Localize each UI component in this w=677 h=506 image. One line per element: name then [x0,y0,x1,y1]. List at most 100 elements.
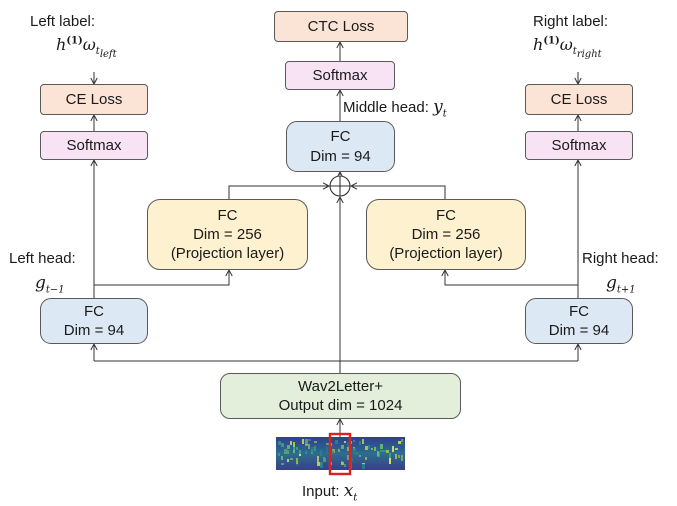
projection-left-line3: (Projection layer) [170,245,285,263]
spectrogram-texture [380,450,383,452]
ce-loss-right-box: CE Loss [525,84,633,115]
fc-right-line1: FC [569,302,589,320]
spectrogram-texture [347,455,350,460]
softmax-left-label: Softmax [66,136,122,154]
spectrogram-texture [371,448,373,450]
left-label-formula: h(1)ωtleft [56,35,117,61]
input-label: Input: xt [302,481,358,504]
spectrogram-texture [350,458,353,462]
projection-left-box: FC Dim = 256 (Projection layer) [147,199,308,270]
spectrogram-texture [314,446,316,451]
fc-left-line2: Dim = 94 [63,322,125,339]
spectrogram-texture [377,451,379,456]
projection-right-line2: Dim = 256 [411,225,481,243]
spectrogram-texture [317,462,320,466]
spectrogram-texture [380,444,383,449]
spectrogram-texture [326,443,329,445]
spectrogram-texture [353,448,356,454]
fc-middle-line2: Dim = 94 [310,147,371,165]
fc-right-box: FC Dim = 94 [525,298,633,344]
spectrogram-texture [287,450,289,454]
left-head-label: Left head: [9,250,76,267]
spectrogram-texture [344,464,346,467]
spectrogram-texture [320,462,323,468]
spectrogram-texture [299,454,301,456]
softmax-right-label: Softmax [551,136,607,154]
fc-middle-line1: FC [330,128,351,146]
middle-head-label: Middle head: yt [343,97,447,120]
right-label-formula: h(1)ωtright [533,35,602,61]
arrow-proj-left-to-sum [228,182,331,199]
ce-loss-left-box: CE Loss [40,84,148,115]
spectrogram-texture [398,441,401,444]
spectrogram-texture [314,441,317,443]
spectrogram-texture [401,455,403,461]
ctc-loss-box: CTC Loss [274,11,408,42]
spectrogram-texture [374,447,376,451]
softmax-middle-box: Softmax [285,61,395,90]
spectrogram-texture [323,457,325,460]
spectrogram-texture [293,442,295,447]
spectrogram-texture [347,447,350,451]
spectrogram-texture [347,442,350,448]
spectrogram-texture [299,450,301,456]
spectrogram-texture [302,439,304,444]
spectrogram-texture [344,441,346,443]
spectrogram-texture [320,450,322,456]
spectrogram-texture [395,454,397,459]
spectrogram-texture [305,439,308,445]
arrow-proj-right-to-sum [349,182,446,199]
spectrogram-texture [278,453,280,456]
fc-middle-box: FC Dim = 94 [286,121,395,172]
spectrogram-texture [353,440,355,442]
spectrogram-texture [284,449,287,454]
frame-highlight-box [328,432,352,476]
projection-right-line3: (Projection layer) [389,245,503,263]
spectrogram-texture [326,447,328,453]
spectrogram-texture [308,439,311,441]
fc-left-box: FC Dim = 94 [40,298,148,344]
left-label-title: Left label: [30,13,96,30]
right-head-label: Right head: [582,250,659,267]
spectrogram-texture [332,451,334,455]
projection-right-line1: FC [436,206,456,224]
spectrogram-texture [383,450,386,452]
spectrogram-texture [305,451,307,454]
projection-left-line1: FC [217,206,238,224]
spectrogram-texture [389,458,391,464]
spectrogram-texture [290,441,292,445]
spectrogram-texture [392,446,394,452]
spectrogram-image [276,432,405,476]
fc-right-line2: Dim = 94 [548,322,610,339]
wav2letter-line1: Wav2Letter+ [298,377,383,395]
projection-right-box: FC Dim = 256 (Projection layer) [366,199,526,270]
arrow-right-to-proj [441,268,578,286]
spectrogram-texture [281,463,284,465]
spectrogram-texture [296,447,298,450]
spectrogram-texture [368,445,370,449]
spectrogram-texture [365,457,367,460]
spectrogram-texture [341,445,344,449]
left-head-var: gt−1 [35,273,65,296]
spectrogram-texture [293,447,295,451]
spectrogram-texture [386,450,389,453]
spectrogram-texture [287,445,290,449]
spectrogram-texture [389,453,391,458]
right-label-title: Right label: [533,13,609,30]
ctc-loss-label: CTC Loss [307,17,375,35]
projection-left-line2: Dim = 256 [193,225,262,243]
spectrogram-texture [365,446,368,450]
spectrogram-texture [317,456,319,462]
spectrogram-texture [395,448,398,450]
spectrogram-texture [311,447,314,452]
spectrogram-texture [290,458,293,460]
arrow-left-to-proj [94,268,233,286]
softmax-left-box: Softmax [40,131,148,160]
spectrogram-texture [335,440,338,444]
fc-left-line1: FC [84,302,104,320]
spectrogram-texture [356,452,359,455]
wav2letter-box: Wav2Letter+ Output dim = 1024 [220,373,461,419]
spectrogram-texture [341,462,344,465]
